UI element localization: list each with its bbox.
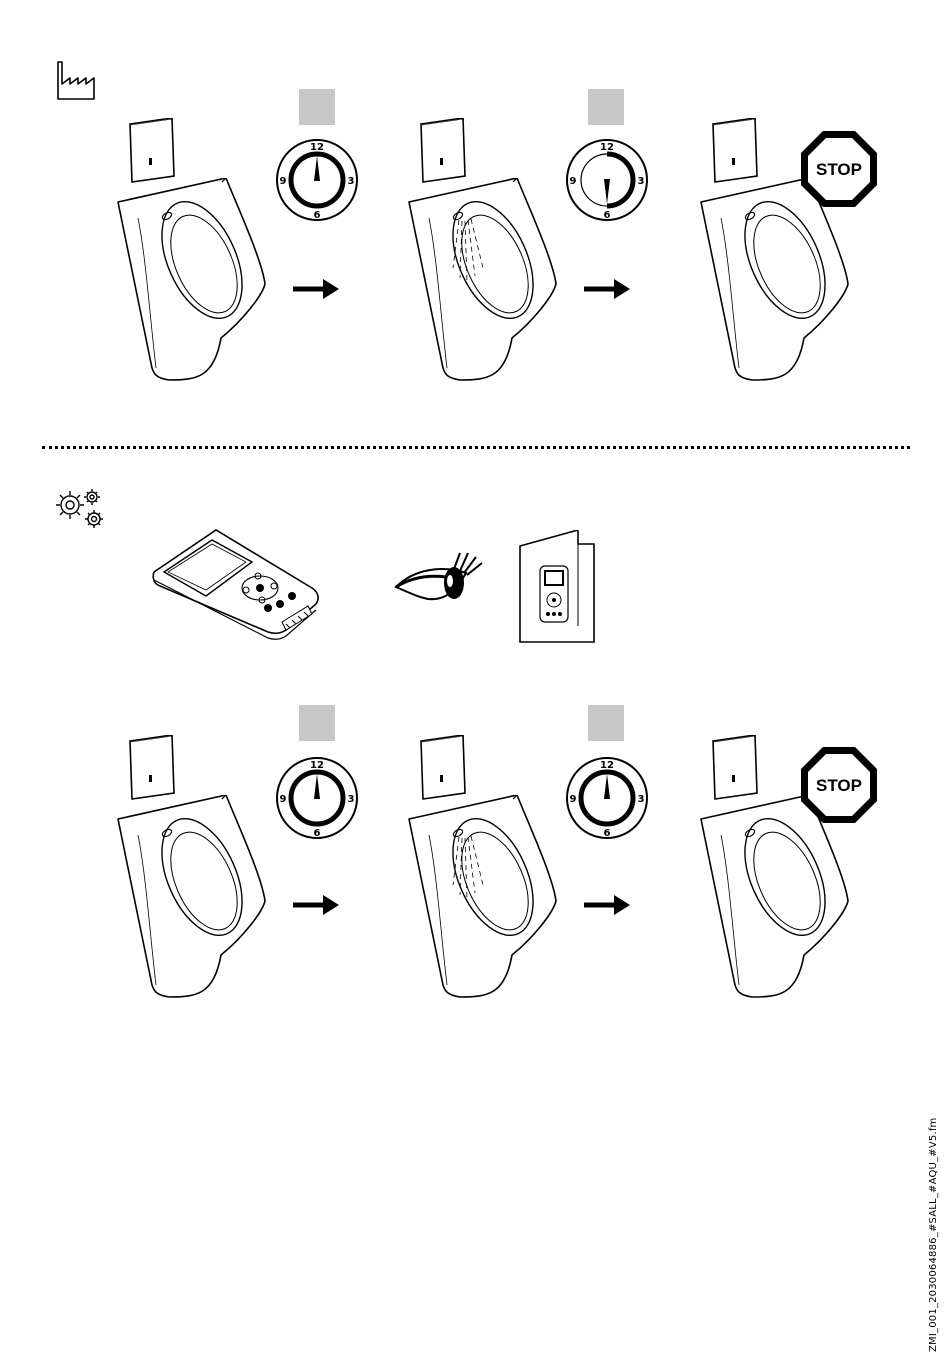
arrow-right-icon [293,894,341,921]
svg-text:12: 12 [310,760,324,771]
svg-text:6: 6 [604,828,611,839]
sensor-plate-icon [128,735,178,808]
urinal-icon [405,795,565,1006]
arrow-right-icon [584,894,632,921]
urinal-icon [114,795,274,1006]
sensor-plate-icon [711,735,761,808]
stop-sign-icon: STOP [800,746,878,829]
svg-text:STOP: STOP [816,776,862,795]
indicator-box [588,705,624,741]
svg-text:6: 6 [314,828,321,839]
timer-icon: 12 3 6 9 [565,756,649,840]
svg-text:9: 9 [570,794,577,805]
sensor-plate-icon [419,735,469,808]
timer-icon: 12 3 6 9 [275,756,359,840]
document-file-code: ZMI_001_2030064886_#SALL_#AQU_#V5.fm [928,1118,939,1353]
bottom-sequence: 12 3 6 9 12 3 6 9 [0,0,950,1010]
svg-text:3: 3 [638,794,645,805]
indicator-box [299,705,335,741]
svg-text:12: 12 [600,760,614,771]
svg-text:3: 3 [348,794,355,805]
svg-text:9: 9 [280,794,287,805]
